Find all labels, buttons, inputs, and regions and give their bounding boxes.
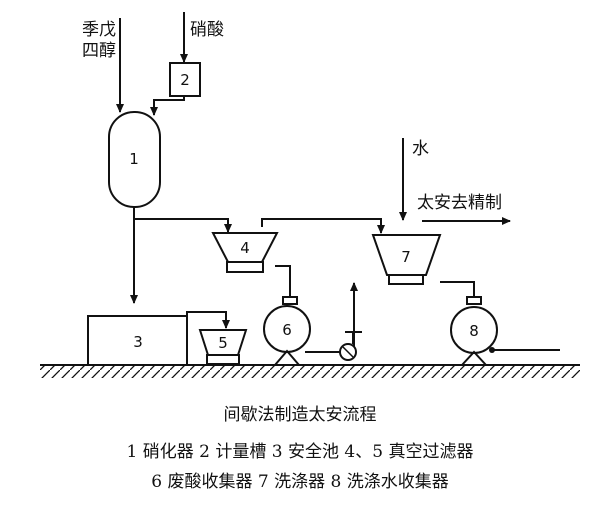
- legend-line-1: 1 硝化器 2 计量槽 3 安全池 4、5 真空过滤器: [127, 442, 474, 462]
- label-water: 水: [412, 139, 429, 159]
- filter-4-to-spent-acid-collector-pipe: [275, 265, 291, 297]
- legend-line-2: 6 废酸收集器 7 洗涤器 8 洗涤水收集器: [151, 472, 448, 492]
- spent-acid-collector: [263, 296, 311, 366]
- vacuum-filter-5-base: [206, 354, 240, 365]
- unit-6-number: 6: [282, 321, 292, 339]
- washer-7-base: [388, 274, 424, 285]
- filter-4-to-washer-7-pipe: [261, 218, 385, 234]
- unit-7-number: 7: [401, 248, 411, 266]
- unit-1-number: 1: [129, 150, 139, 168]
- vacuum-valve: [339, 331, 362, 361]
- unit-5-number: 5: [218, 334, 228, 352]
- diagram-title: 间歇法制造太安流程: [224, 405, 377, 425]
- label-pentaerythritol-line2: 四醇: [82, 41, 116, 61]
- wash-water-collector: [450, 296, 498, 366]
- washer-7-to-wash-water-collector-pipe: [440, 281, 475, 298]
- feed-pipes: [116, 12, 407, 221]
- unit-4-number: 4: [240, 239, 250, 257]
- process-pipes: [130, 207, 560, 353]
- label-to-refining: 太安去精制: [417, 193, 502, 213]
- vacuum-filter-4-base: [226, 261, 264, 273]
- safety-tank: [87, 315, 188, 366]
- washer-7: [371, 234, 442, 276]
- label-pentaerythritol-line1: 季戊: [82, 20, 116, 40]
- nitrator-to-filter-4-pipe: [134, 218, 232, 233]
- unit-8-number: 8: [469, 322, 479, 340]
- unit-3-number: 3: [133, 333, 143, 351]
- measuring-tank: [169, 62, 201, 97]
- unit-2-number: 2: [180, 71, 190, 89]
- safety-tank-to-filter-5-pipe: [186, 311, 230, 329]
- measuring-tank-to-nitrator-pipe: [150, 97, 185, 116]
- label-nitric-acid: 硝酸: [190, 20, 224, 40]
- ground: [40, 364, 580, 378]
